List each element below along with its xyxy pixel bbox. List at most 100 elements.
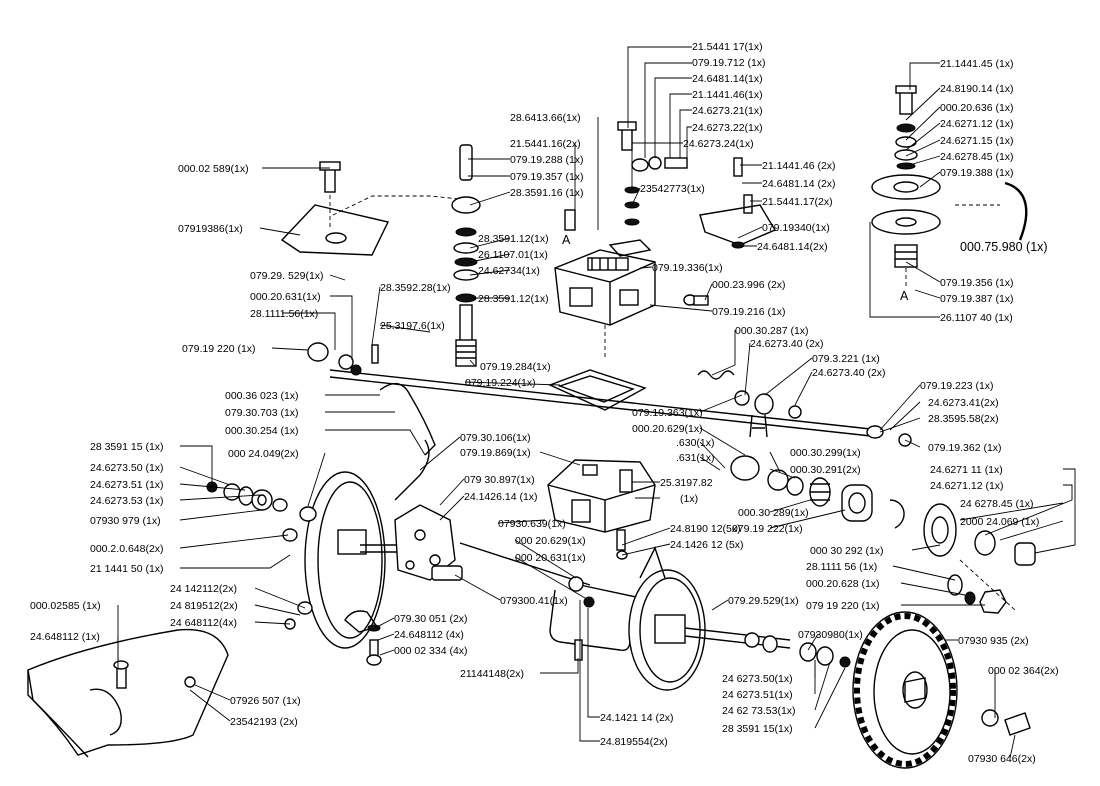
part-label-73: (1x) <box>680 493 698 505</box>
drive-housing <box>547 459 656 560</box>
left-washer-stack <box>206 481 288 512</box>
part-label-31: 26.1107 40 (1x) <box>940 312 1013 324</box>
gearbox-shaft-stack <box>451 144 481 367</box>
part-label-51: 079.19.223 (1x) <box>920 380 994 392</box>
part-label-101: 24.648112 (4x) <box>394 629 464 641</box>
part-label-75: 000.30.291(2x) <box>790 464 861 476</box>
part-label-6: 24.6273.22(1x) <box>692 122 763 134</box>
drive-shaft <box>307 342 881 438</box>
part-label-82: 000.2.0.648(2x) <box>90 543 164 555</box>
part-label-41: 28.3592.28(1x) <box>380 282 451 294</box>
part-label-85: 000 20.629(1x) <box>515 535 586 547</box>
part-label-108: 21144148(2x) <box>460 668 524 680</box>
parts-drawing <box>27 85 1036 769</box>
part-label-62: .630(1x) <box>676 437 715 449</box>
part-label-10: 079.19.288 (1x) <box>510 154 584 166</box>
part-label-5: 24.6273.21(1x) <box>692 105 763 117</box>
part-label-53: 28.3595.58(2x) <box>928 413 999 425</box>
part-label-81: 2000 24.069 (1x) <box>960 516 1039 528</box>
part-label-57: 000.30.254 (1x) <box>225 425 299 437</box>
part-label-86: 000 20.631(1x) <box>515 552 586 564</box>
part-label-64: 28 3591 15 (1x) <box>90 441 164 453</box>
part-label-91: 000.20.628 (1x) <box>806 578 880 590</box>
part-label-50: 24.6273.40 (2x) <box>812 367 886 379</box>
part-label-78: 24.6271 11 (1x) <box>930 464 1003 476</box>
part-label-72: 25.3197.82 <box>660 477 713 489</box>
part-label-18: 21.5441.17(2x) <box>762 196 833 208</box>
part-label-80: 24 6278.45 (1x) <box>960 498 1034 510</box>
part-label-43: 25.3197.6(1x) <box>380 320 445 332</box>
part-label-55: 000.36 023 (1x) <box>225 390 299 402</box>
part-label-110: 24.819554(2x) <box>600 736 668 748</box>
part-label-21: 21.1441.45 (1x) <box>940 58 1014 70</box>
cover-plate-top-left <box>280 161 471 256</box>
part-label-115: 07930 646(2x) <box>968 753 1036 765</box>
part-label-107: 23542193 (2x) <box>230 716 298 728</box>
part-label-77: 079.19 222(1x) <box>732 523 803 535</box>
part-label-105: 000 02 364(2x) <box>988 665 1059 677</box>
part-label-52: 24.6273.41(2x) <box>928 397 999 409</box>
part-label-36: 079.19.336(1x) <box>652 262 723 274</box>
part-label-60: 079.19.363(1x) <box>632 407 703 419</box>
part-label-59: 079.19.869(1x) <box>460 447 531 459</box>
marker-a-upper: A <box>562 233 571 247</box>
part-label-44: 079.19 220 (1x) <box>182 343 256 355</box>
part-label-63: .631(1x) <box>676 452 715 464</box>
part-label-2: 079.19.712 (1x) <box>692 57 766 69</box>
part-label-87: 24.8190 12(5x) <box>670 523 741 535</box>
part-label-12: 28.3591.16 (1x) <box>510 187 584 199</box>
part-label-54: 079.19.362 (1x) <box>928 442 1002 454</box>
part-label-45: 079.19.284(1x) <box>480 361 551 373</box>
part-label-89: 000 30 292 (1x) <box>810 545 884 557</box>
part-label-32: 28.3591.12(1x) <box>478 233 549 245</box>
part-label-15: 23542773(1x) <box>640 183 705 195</box>
part-label-28: 000.75.980 (1x) <box>960 240 1048 254</box>
part-label-29: 079.19.356 (1x) <box>940 277 1014 289</box>
part-label-103: 07930980(1x) <box>798 629 863 641</box>
part-label-11: 079.19.357 (1x) <box>510 171 584 183</box>
part-label-20: 24.6481.14(2x) <box>757 241 828 253</box>
part-label-25: 24.6271.15 (1x) <box>940 135 1014 147</box>
part-label-97: 24.648112 (1x) <box>30 631 100 643</box>
part-label-13: 000.02 589(1x) <box>178 163 249 175</box>
part-label-83: 21 1441 50 (1x) <box>90 563 164 575</box>
part-label-58: 079.30.106(1x) <box>460 432 531 444</box>
part-label-47: 000.30.287 (1x) <box>735 325 809 337</box>
part-label-3: 24.6481.14(1x) <box>692 73 763 85</box>
part-label-39: 079.29. 529(1x) <box>250 270 324 282</box>
part-label-104: 07930 935 (2x) <box>958 635 1029 647</box>
part-label-34: 24.62734(1x) <box>478 265 540 277</box>
part-label-38: 079.19.216 (1x) <box>712 306 786 318</box>
leader-lines <box>117 46 1076 759</box>
part-label-90: 28.1111 56 (1x) <box>806 561 877 573</box>
part-label-33: 26.1107.01(1x) <box>478 249 548 261</box>
part-label-95: 24 648112(4x) <box>170 617 237 629</box>
part-label-19: 079.19340(1x) <box>762 222 830 234</box>
part-label-56: 079.30.703 (1x) <box>225 407 299 419</box>
part-labels: 21.5441 17(1x) 079.19.712 (1x) 24.6481.1… <box>30 41 1059 765</box>
blade-assembly <box>871 85 1028 288</box>
part-label-61: 000.20.629(1x) <box>632 423 703 435</box>
part-label-70: 079 30.897(1x) <box>464 474 535 486</box>
part-label-49: 079.3.221 (1x) <box>812 353 880 365</box>
left-screws <box>284 601 382 666</box>
gearbox-housing <box>554 249 709 360</box>
part-label-100: 079.30 051 (2x) <box>394 613 468 625</box>
rear-cover <box>27 628 229 758</box>
part-label-65: 24.6273.50 (1x) <box>90 462 164 474</box>
part-label-96: 000.02585 (1x) <box>30 600 101 612</box>
part-label-74: 000.30.299(1x) <box>790 447 861 459</box>
part-label-111: 24 6273.50(1x) <box>722 673 793 685</box>
part-label-24: 24.6271.12 (1x) <box>940 118 1014 130</box>
part-label-48: 24.6273.40 (2x) <box>750 338 824 350</box>
part-label-106: 07926 507 (1x) <box>230 695 301 707</box>
part-label-17: 24.6481.14 (2x) <box>762 178 836 190</box>
part-label-84: 07930.639(1x) <box>498 518 566 530</box>
part-label-46: 079.19.224(1x) <box>465 377 536 389</box>
part-label-76: 000.30 289(1x) <box>738 507 809 519</box>
part-label-9: 21.5441.16(2x) <box>510 138 581 150</box>
part-label-26: 24.6278.45 (1x) <box>940 151 1014 163</box>
part-label-93: 24 142112(2x) <box>170 583 237 595</box>
upper-right-fasteners <box>564 121 777 257</box>
part-label-113: 24 62 73.53(1x) <box>722 705 796 717</box>
